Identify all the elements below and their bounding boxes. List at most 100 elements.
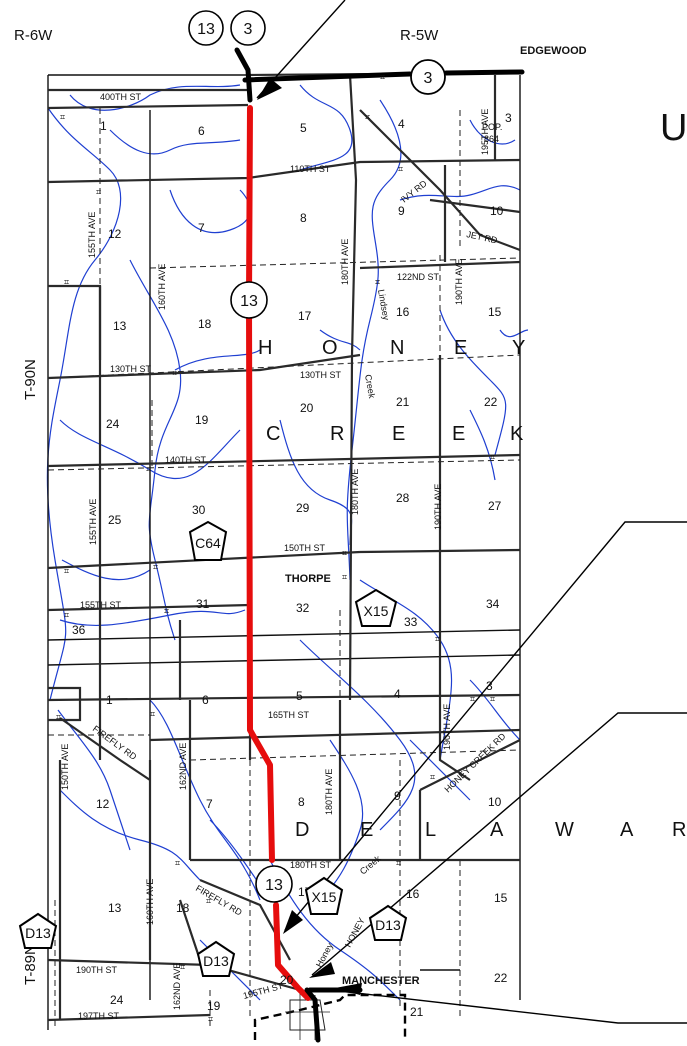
svg-text:160TH AVE: 160TH AVE: [157, 264, 167, 310]
section-numbers-t89: 1 6 5 4 3 12 7 8 9 10 13 18 17 16 15 24 …: [96, 679, 508, 1019]
svg-text:C: C: [266, 423, 281, 445]
svg-text:20: 20: [300, 401, 314, 415]
svg-text:1: 1: [100, 119, 107, 133]
svg-text:33: 33: [404, 615, 418, 629]
svg-text:W: W: [555, 819, 575, 841]
svg-text:22: 22: [484, 395, 498, 409]
svg-text:197TH ST: 197TH ST: [78, 1011, 120, 1021]
svg-text:165TH ST: 165TH ST: [268, 710, 310, 720]
svg-text:16: 16: [396, 305, 410, 319]
svg-text:9: 9: [398, 204, 405, 218]
svg-text:E: E: [392, 423, 406, 445]
svg-text:13: 13: [265, 877, 283, 894]
bridge-marks: ⌗ ⌗ ⌗ ⌗ ⌗ ⌗ ⌗ ⌗ ⌗ ⌗ ⌗ ⌗ ⌗ ⌗ ⌗ ⌗ ⌗ ⌗ ⌗ ⌗ …: [56, 72, 495, 1024]
svg-text:⌗: ⌗: [470, 694, 475, 704]
svg-text:A: A: [490, 819, 504, 841]
svg-text:34: 34: [486, 597, 500, 611]
svg-text:8: 8: [300, 211, 307, 225]
svg-text:190TH AVE: 190TH AVE: [442, 704, 452, 750]
svg-text:⌗: ⌗: [375, 277, 380, 287]
svg-text:⌗: ⌗: [365, 112, 370, 122]
delaware-label: D E L A W A R: [295, 819, 687, 841]
svg-text:400TH ST: 400TH ST: [100, 92, 142, 102]
county-x15-shield-north[interactable]: X15: [354, 588, 398, 627]
svg-text:29: 29: [296, 501, 310, 515]
svg-text:E: E: [360, 819, 374, 841]
svg-text:13: 13: [197, 21, 215, 38]
svg-text:⌗: ⌗: [342, 572, 347, 582]
svg-text:⌗: ⌗: [175, 858, 180, 868]
svg-text:⌗: ⌗: [64, 610, 69, 620]
svg-text:⌗: ⌗: [56, 712, 61, 722]
county-d13-shield-west[interactable]: D13: [18, 912, 58, 949]
svg-text:13: 13: [240, 293, 258, 310]
svg-text:⌗: ⌗: [153, 562, 158, 572]
edgewood-label: EDGEWOOD: [520, 45, 587, 57]
svg-text:195TH ST: 195TH ST: [242, 981, 285, 1001]
svg-text:⌗: ⌗: [206, 896, 211, 906]
svg-text:15: 15: [494, 891, 508, 905]
svg-text:X15: X15: [364, 603, 389, 619]
svg-text:180TH AVE: 180TH AVE: [340, 239, 350, 285]
svg-text:110TH ST: 110TH ST: [290, 164, 331, 174]
township-north-label: T-90N: [22, 359, 39, 400]
range-west-label: R-6W: [14, 27, 53, 44]
pop-value: 864: [484, 134, 499, 144]
svg-text:9: 9: [394, 789, 401, 803]
svg-text:⌗: ⌗: [64, 277, 69, 287]
svg-text:D: D: [295, 819, 310, 841]
svg-text:⌗: ⌗: [208, 1014, 213, 1024]
svg-text:C64: C64: [195, 535, 221, 551]
svg-text:⌗: ⌗: [398, 164, 403, 174]
thorpe-label: THORPE: [285, 573, 331, 585]
svg-text:25: 25: [108, 513, 122, 527]
svg-text:⌗: ⌗: [60, 112, 65, 122]
svg-text:27: 27: [488, 499, 502, 513]
svg-text:24: 24: [110, 993, 124, 1007]
route-13-shield-mid[interactable]: 13: [230, 281, 268, 319]
svg-text:L: L: [425, 819, 437, 841]
svg-text:D13: D13: [203, 953, 229, 969]
svg-text:⌗: ⌗: [150, 709, 155, 719]
svg-text:32: 32: [296, 601, 310, 615]
county-c64-shield[interactable]: C64: [188, 520, 228, 561]
svg-text:X15: X15: [312, 889, 337, 905]
route-3-shield-top[interactable]: 3: [230, 10, 266, 46]
county-d13-shield-east[interactable]: D13: [368, 904, 408, 941]
county-d13-shield-mid[interactable]: D13: [196, 940, 236, 977]
svg-text:190TH AVE: 190TH AVE: [454, 259, 464, 305]
svg-text:20: 20: [280, 973, 294, 987]
svg-text:155TH AVE: 155TH AVE: [87, 212, 97, 258]
svg-text:10: 10: [490, 204, 504, 218]
svg-text:17: 17: [298, 309, 312, 323]
svg-text:5: 5: [296, 689, 303, 703]
svg-text:19: 19: [207, 999, 221, 1013]
svg-text:6: 6: [198, 124, 205, 138]
svg-text:150TH ST: 150TH ST: [284, 543, 326, 553]
svg-text:31: 31: [196, 597, 210, 611]
svg-text:HONEY: HONEY: [343, 916, 367, 949]
svg-text:Lindsey: Lindsey: [376, 289, 391, 322]
svg-text:⌗: ⌗: [430, 772, 435, 782]
svg-text:Y: Y: [512, 337, 526, 359]
svg-text:Honey: Honey: [314, 941, 335, 969]
svg-text:190TH ST: 190TH ST: [76, 965, 118, 975]
svg-text:D13: D13: [375, 917, 401, 933]
county-x15-shield-south[interactable]: X15: [304, 876, 344, 915]
svg-text:R: R: [330, 423, 345, 445]
route-13-shield-top[interactable]: 13: [188, 10, 224, 46]
svg-text:IVY RD: IVY RD: [399, 178, 429, 205]
svg-text:⌗: ⌗: [64, 566, 69, 576]
route-3-shield-east[interactable]: 3: [410, 59, 446, 95]
svg-text:⌗: ⌗: [490, 452, 495, 462]
svg-text:R: R: [672, 819, 687, 841]
svg-text:K: K: [510, 423, 524, 445]
svg-text:12: 12: [96, 797, 110, 811]
svg-text:15: 15: [488, 305, 502, 319]
svg-text:1: 1: [106, 693, 113, 707]
svg-text:E: E: [454, 337, 468, 359]
iowa-13-highway[interactable]: [246, 105, 311, 1001]
route-13-shield-south[interactable]: 13: [255, 865, 293, 903]
svg-text:Creek: Creek: [363, 374, 377, 400]
